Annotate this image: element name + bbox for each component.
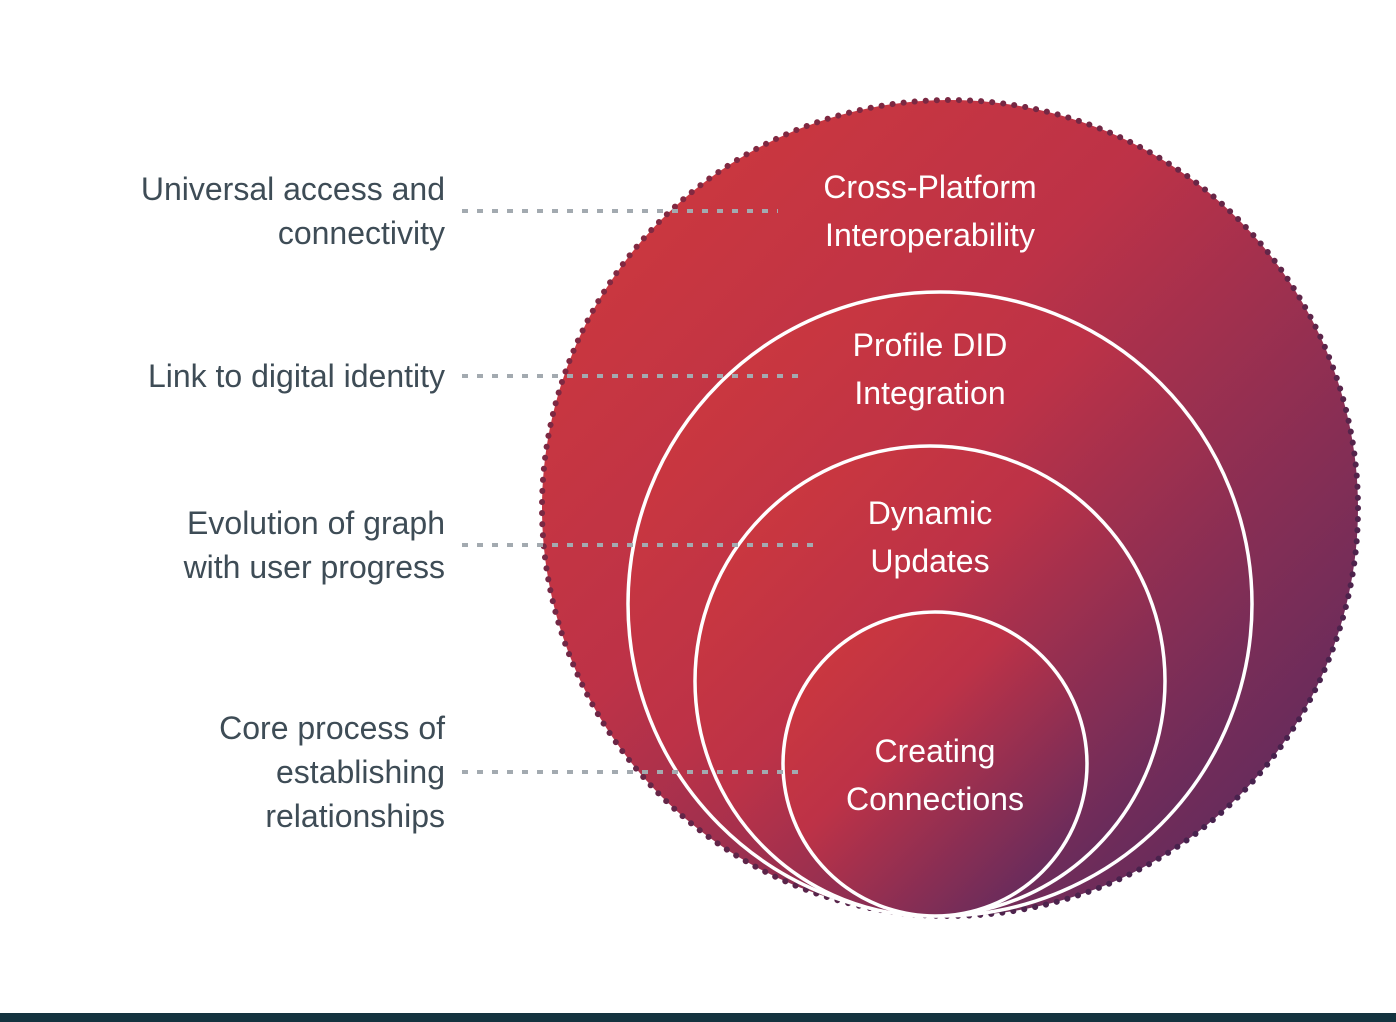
ring-label-profile-did-integration: Profile DID Integration xyxy=(852,327,1008,411)
annotation-digital-identity: Link to digital identity xyxy=(147,358,445,394)
footer-bar xyxy=(0,1013,1396,1022)
annotation-universal-access: Universal access and connectivity xyxy=(140,171,445,251)
annotation-core-process: Core process of establishing relationshi… xyxy=(219,710,445,834)
ring-label-dynamic-updates: Dynamic Updates xyxy=(867,495,993,579)
ring-creating-connections xyxy=(781,610,1089,918)
annotation-graph-evolution: Evolution of graph with user progress xyxy=(183,505,445,585)
ring-label-creating-connections: Creating Connections xyxy=(846,733,1024,817)
ring-label-cross-platform-interoperability: Cross-Platform Interoperability xyxy=(823,169,1037,253)
